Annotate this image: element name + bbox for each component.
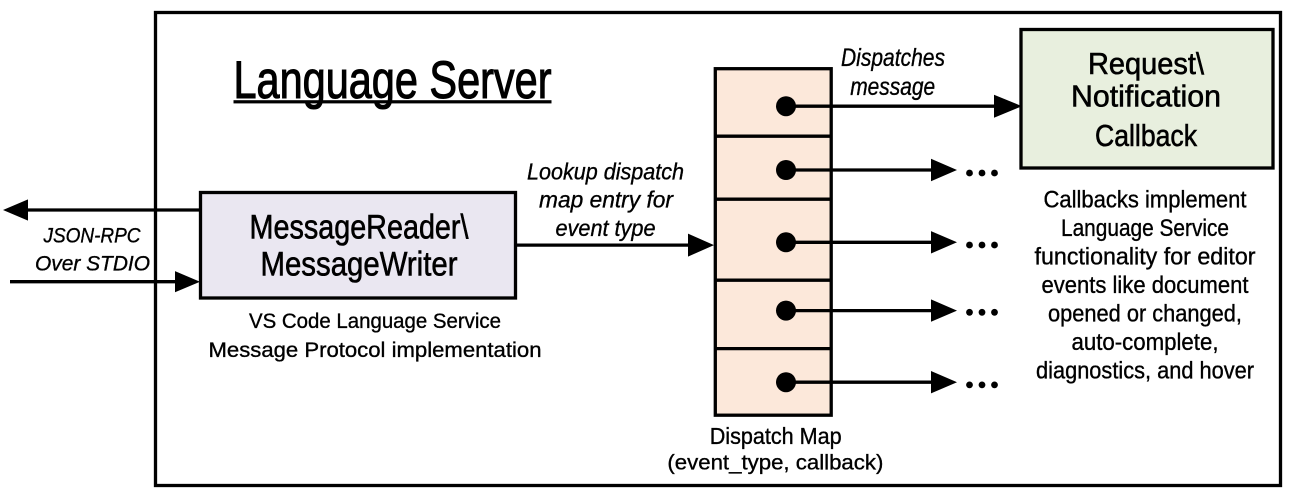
svg-text:VS Code Language Service: VS Code Language Service [249, 309, 501, 333]
svg-text:opened or changed,: opened or changed, [1048, 302, 1242, 328]
svg-text:JSON-RPC: JSON-RPC [43, 224, 141, 248]
svg-text:map entry for: map entry for [539, 187, 674, 213]
svg-text:diagnostics, and hover: diagnostics, and hover [1036, 359, 1254, 385]
svg-text:Message Protocol implementatio: Message Protocol implementation [209, 338, 542, 362]
svg-text:Callbacks implement: Callbacks implement [1044, 188, 1247, 214]
svg-text:Lookup dispatch: Lookup dispatch [527, 158, 684, 184]
svg-text:Over STDIO: Over STDIO [35, 251, 150, 275]
svg-text:Language Service: Language Service [1061, 216, 1229, 242]
svg-text:MessageWriter: MessageWriter [261, 246, 458, 284]
svg-text:event type: event type [556, 215, 656, 241]
svg-text:Notification: Notification [1071, 79, 1221, 114]
svg-text:Dispatches: Dispatches [841, 44, 945, 72]
svg-text:Callback: Callback [1095, 118, 1197, 153]
svg-text:(event_type, callback): (event_type, callback) [667, 451, 883, 475]
svg-text:MessageReader\: MessageReader\ [250, 209, 469, 247]
svg-text:Dispatch Map: Dispatch Map [710, 423, 842, 449]
svg-text:Request\: Request\ [1088, 46, 1204, 81]
svg-text:message: message [850, 73, 935, 101]
svg-text:functionality for editor: functionality for editor [1035, 245, 1256, 271]
svg-text:auto-complete,: auto-complete, [1072, 330, 1219, 356]
svg-text:events like document: events like document [1042, 273, 1249, 299]
